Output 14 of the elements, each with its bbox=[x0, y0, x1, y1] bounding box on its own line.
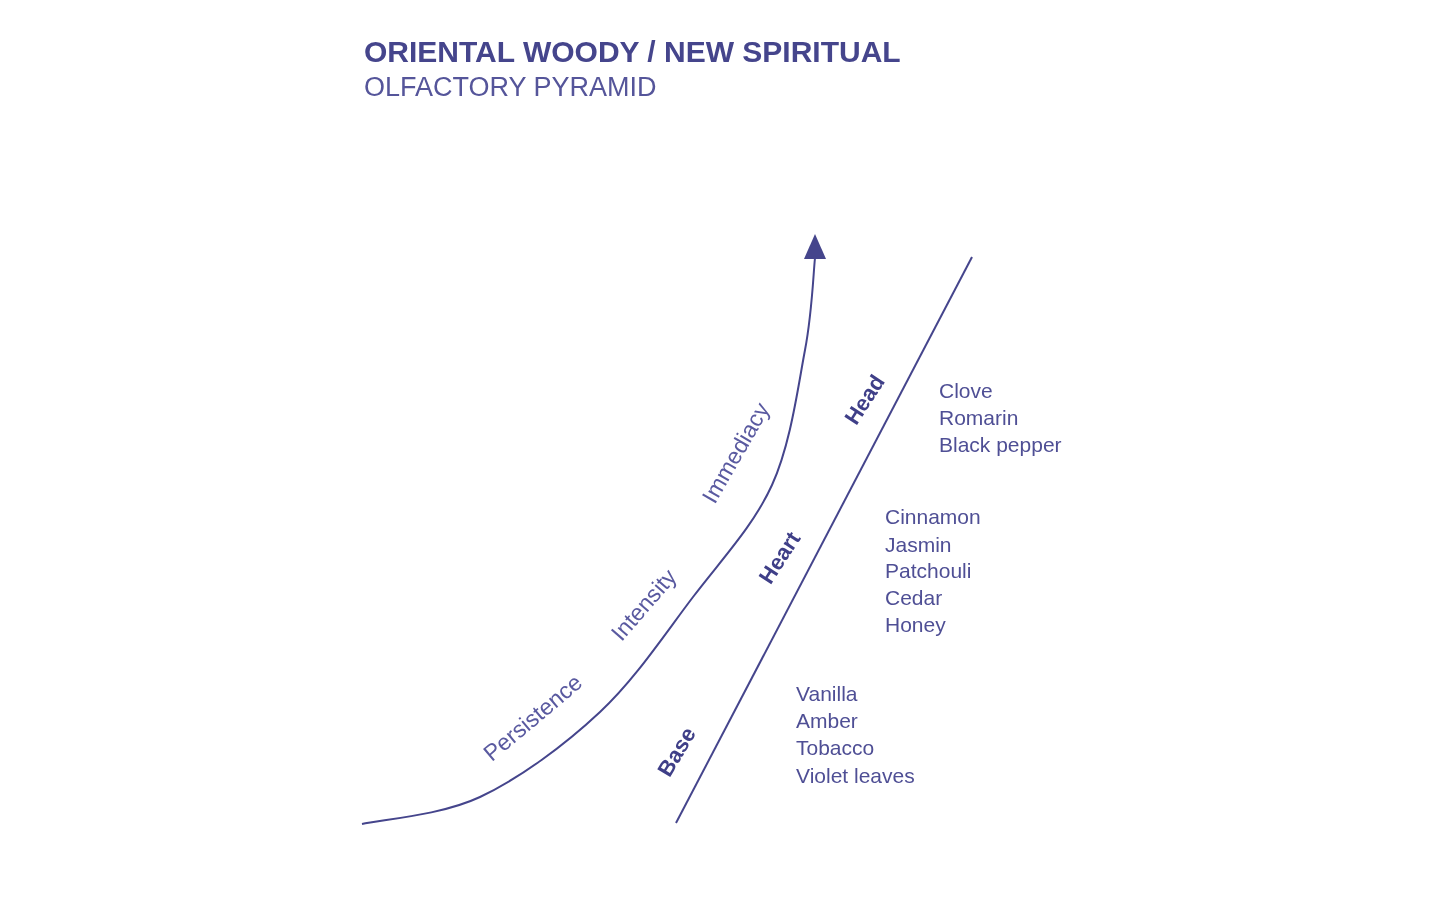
ingredient-label: Cinnamon bbox=[885, 505, 981, 527]
ingredient-label: Clove bbox=[939, 379, 993, 401]
ingredient-label: Cedar bbox=[885, 586, 943, 608]
ingredient-label: Vanilla bbox=[796, 682, 858, 704]
ingredient-label: Black pepper bbox=[939, 433, 1062, 455]
ingredient-label: Romarin bbox=[939, 406, 1019, 428]
ingredient-label: Patchouli bbox=[885, 559, 972, 581]
subtitle: OLFACTORY PYRAMID bbox=[364, 73, 657, 101]
ingredient-label: Honey bbox=[885, 613, 946, 635]
ingredient-label: Violet leaves bbox=[796, 764, 915, 786]
ingredient-label: Amber bbox=[796, 709, 858, 731]
title: ORIENTAL WOODY / NEW SPIRITUAL bbox=[364, 37, 901, 67]
ingredient-label: Jasmin bbox=[885, 533, 952, 555]
ingredient-label: Tobacco bbox=[796, 736, 875, 758]
